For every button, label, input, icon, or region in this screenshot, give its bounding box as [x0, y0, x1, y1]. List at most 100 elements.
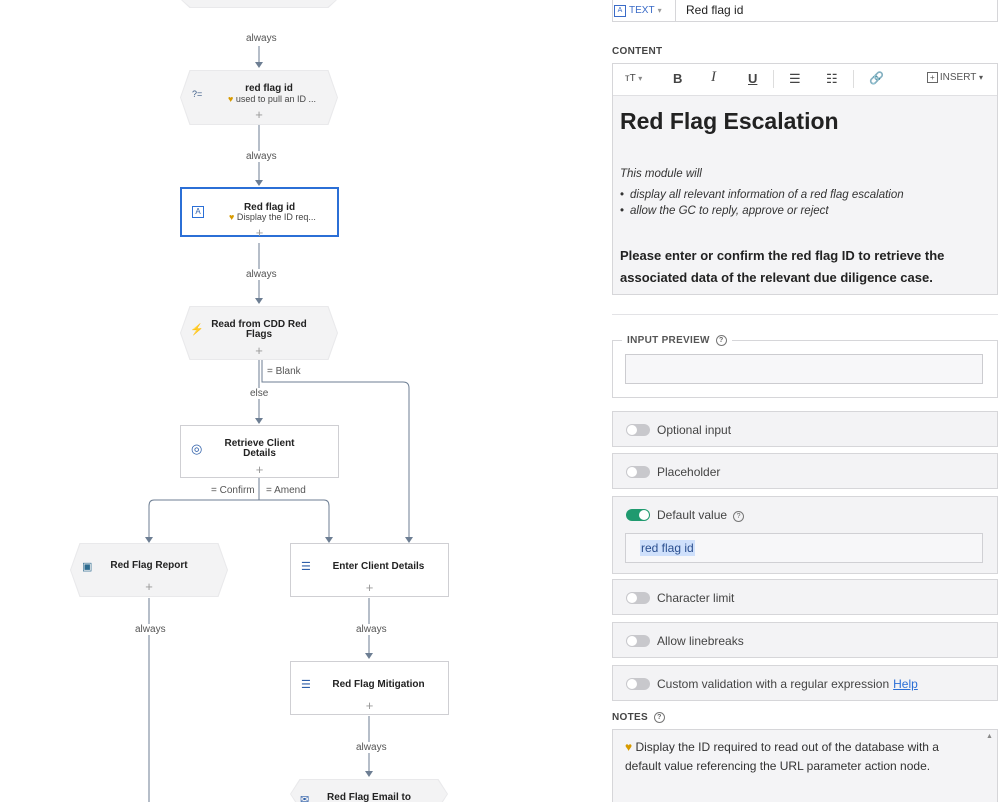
- node-title: Read from CDD Red Flags: [211, 319, 307, 340]
- toolbar-divider: [773, 70, 774, 88]
- add-node-icon[interactable]: +: [255, 462, 264, 477]
- add-node-icon[interactable]: +: [255, 107, 263, 122]
- custom-validation-toggle[interactable]: [626, 678, 650, 690]
- edge-label-else: else: [248, 388, 271, 399]
- node-title: red flag id: [245, 83, 293, 94]
- content-heading: Red Flag Escalation: [620, 108, 839, 134]
- underline-button[interactable]: U: [748, 71, 758, 86]
- allow-linebreaks-toggle[interactable]: [626, 635, 650, 647]
- flow-node-retrieve-client[interactable]: ◎ Retrieve Client Details +: [180, 425, 339, 478]
- flow-node-redflag-text-selected[interactable]: A Red flag id ♥ Display the ID req... +: [180, 187, 339, 240]
- help-icon[interactable]: ?: [653, 712, 665, 723]
- add-node-icon[interactable]: +: [365, 698, 374, 713]
- input-preview-box: [612, 340, 998, 398]
- content-intro: This module will: [620, 168, 702, 180]
- help-link[interactable]: Help: [893, 677, 918, 691]
- list-icon: ☰: [301, 679, 311, 691]
- list-item: allow the GC to reply, approve or reject: [620, 205, 904, 217]
- option-label: Allow linebreaks: [657, 634, 744, 648]
- email-icon: ✉: [300, 794, 310, 802]
- toolbar-divider: [853, 70, 854, 88]
- flow-node-partial[interactable]: [180, 0, 338, 8]
- insert-button[interactable]: +INSERT ▾: [926, 72, 983, 83]
- input-preview-field[interactable]: [625, 354, 983, 384]
- divider: [732, 340, 998, 341]
- content-bold-paragraph: Please enter or confirm the red flag ID …: [620, 248, 945, 285]
- node-title: Enter Client Details: [332, 561, 425, 572]
- flow-node-redflag-question[interactable]: ?= red flag id ♥ used to pull an ID ... …: [180, 70, 338, 125]
- help-icon[interactable]: ?: [733, 511, 745, 522]
- optional-input-option: Optional input: [612, 411, 998, 447]
- notes-field[interactable]: ♥ Display the ID required to read out of…: [612, 729, 998, 802]
- type-label: TEXT: [629, 5, 655, 16]
- edge-label-always: always: [133, 624, 168, 635]
- italic-button[interactable]: I: [711, 69, 716, 85]
- flow-node-enter-client[interactable]: ☰ Enter Client Details +: [290, 543, 449, 597]
- node-note: ♥ used to pull an ID ...: [228, 94, 316, 104]
- node-title: Red flag id: [243, 202, 296, 213]
- divider: [612, 314, 998, 315]
- notes-section-label: NOTES?: [612, 712, 665, 723]
- bold-button[interactable]: B: [673, 71, 683, 86]
- default-value-field[interactable]: red flag id: [625, 533, 983, 563]
- flow-connectors: [145, 0, 413, 802]
- text-type-icon: A: [614, 4, 626, 17]
- custom-validation-option: Custom validation with a regular express…: [612, 665, 998, 701]
- input-preview-label: INPUT PREVIEW?: [627, 335, 727, 346]
- editor-toolbar: ᴛT ▾ B I U ☰ ☷ 🔗 +INSERT ▾: [613, 64, 997, 96]
- option-label: Character limit: [657, 591, 735, 605]
- content-section-label: CONTENT: [612, 46, 663, 57]
- list-icon: ☰: [301, 561, 311, 573]
- content-bullet-list: display all relevant information of a re…: [620, 189, 904, 221]
- edge-label-amend: = Amend: [264, 485, 308, 496]
- bullet-list-button[interactable]: ☰: [789, 71, 801, 86]
- placeholder-option: Placeholder: [612, 453, 998, 489]
- lightning-icon: ⚡: [190, 324, 204, 336]
- option-label: Optional input: [657, 423, 732, 437]
- numbered-list-button[interactable]: ☷: [826, 71, 838, 86]
- list-item: display all relevant information of a re…: [620, 189, 904, 201]
- rich-text-editor[interactable]: ᴛT ▾ B I U ☰ ☷ 🔗 +INSERT ▾ Red Flag Esca…: [612, 63, 998, 295]
- add-node-icon[interactable]: +: [255, 343, 263, 358]
- edge-label-always: always: [354, 742, 389, 753]
- character-limit-toggle[interactable]: [626, 592, 650, 604]
- report-icon: ▣: [82, 561, 93, 573]
- default-value-toggle[interactable]: [626, 509, 650, 521]
- default-value-option: Default value? red flag id: [612, 496, 998, 574]
- option-label: Custom validation with a regular express…: [657, 677, 918, 691]
- element-header: A TEXT ▾ Red flag id: [612, 0, 998, 22]
- add-node-icon[interactable]: +: [145, 579, 153, 594]
- edge-label-always: always: [244, 151, 279, 162]
- node-title: Retrieve Client Details: [224, 438, 295, 459]
- notes-scrollbar[interactable]: ▲: [986, 733, 994, 799]
- edge-label-confirm: = Confirm: [209, 485, 257, 496]
- element-name-field[interactable]: Red flag id: [675, 0, 997, 21]
- option-label: Placeholder: [657, 465, 721, 479]
- allow-linebreaks-option: Allow linebreaks: [612, 622, 998, 658]
- text-icon: A: [192, 206, 204, 218]
- chevron-down-icon: ▾: [657, 6, 662, 15]
- scroll-up-icon[interactable]: ▲: [986, 733, 993, 740]
- flow-node-red-flag-report[interactable]: ▣ Red Flag Report +: [70, 543, 228, 597]
- target-icon: ◎: [191, 441, 203, 456]
- lightbulb-icon: ♥: [625, 740, 633, 754]
- node-note: ♥ Display the ID req...: [229, 212, 316, 222]
- option-label: Default value?: [657, 508, 745, 522]
- add-node-icon[interactable]: +: [365, 580, 374, 595]
- question-icon: ?=: [192, 89, 203, 99]
- flow-node-mitigation[interactable]: ☰ Red Flag Mitigation +: [290, 661, 449, 715]
- notes-text: ♥ Display the ID required to read out of…: [625, 740, 939, 773]
- insert-icon: +: [926, 72, 938, 83]
- character-limit-option: Character limit: [612, 579, 998, 615]
- edge-label-always: always: [354, 624, 389, 635]
- type-selector[interactable]: A TEXT ▾: [613, 0, 676, 21]
- link-icon[interactable]: 🔗: [869, 71, 884, 85]
- flow-node-email[interactable]: ✉ Red Flag Email to: [290, 779, 448, 802]
- optional-input-toggle[interactable]: [626, 424, 650, 436]
- placeholder-toggle[interactable]: [626, 466, 650, 478]
- flow-node-read-cdd[interactable]: ⚡ Read from CDD Red Flags +: [180, 306, 338, 360]
- text-size-button[interactable]: ᴛT ▾: [625, 73, 643, 84]
- flow-canvas[interactable]: always always always = Blank else = Conf…: [0, 0, 600, 802]
- add-node-icon[interactable]: +: [255, 225, 264, 240]
- help-icon[interactable]: ?: [715, 335, 727, 346]
